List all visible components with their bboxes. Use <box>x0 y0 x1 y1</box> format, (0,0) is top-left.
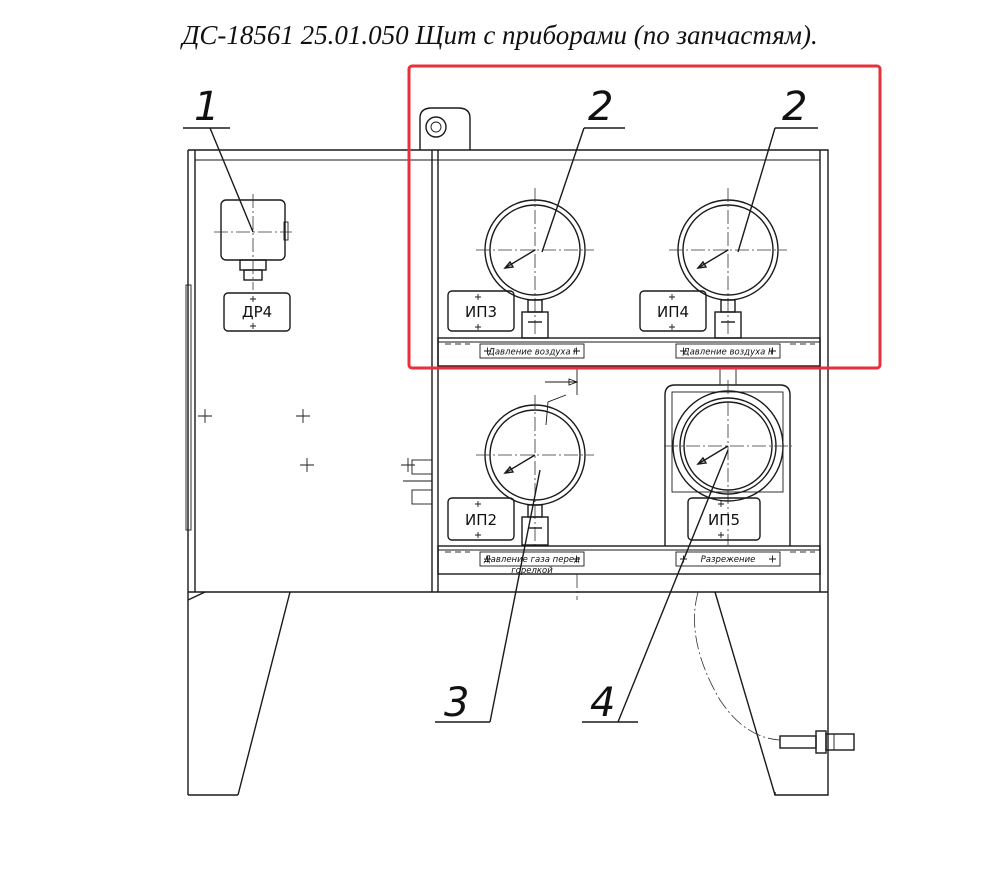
gauge-ip3 <box>476 188 594 339</box>
tag-ip4-box <box>639 290 707 332</box>
leader-2b <box>737 127 818 253</box>
leader-3 <box>435 469 541 723</box>
tag-ip3-box <box>447 290 515 332</box>
tag-dr4-box <box>223 292 291 332</box>
gauge-ip2 <box>476 395 594 546</box>
tag-ip2: ИП2 <box>465 511 497 529</box>
leader-2a <box>541 127 625 253</box>
upper-shelf <box>437 337 821 367</box>
callout-1: 1 <box>194 84 219 130</box>
side-connector <box>403 459 433 505</box>
plate-gas <box>479 551 585 567</box>
tag-dr4: ДР4 <box>242 303 272 321</box>
lifting-eye <box>419 107 471 150</box>
plate-air1-text: Давление воздуха I <box>487 348 576 358</box>
plate-air2 <box>675 343 781 359</box>
leader-4 <box>582 449 729 723</box>
plate-gas-text-1: Давление газа перед <box>483 555 580 565</box>
callout-4: 4 <box>590 680 615 726</box>
plate-air1 <box>479 343 585 359</box>
mounting-marks-left <box>198 409 415 472</box>
tag-ip2-box <box>447 497 515 541</box>
highlight-rectangle <box>407 64 882 370</box>
plate-gas-text-2: горелкой <box>511 566 553 576</box>
hose-and-fitting <box>576 574 855 754</box>
lower-shelf <box>437 545 821 575</box>
tag-ip5: ИП5 <box>708 511 740 529</box>
callout-3: 3 <box>444 680 469 726</box>
gauge-ip4 <box>669 188 787 339</box>
callout-2a: 2 <box>588 84 613 130</box>
gauge-ip5 <box>664 366 792 546</box>
cabinet-outline <box>185 149 829 796</box>
plate-vacuum-text: Разрежение <box>701 555 756 565</box>
dimension-mark <box>545 366 579 426</box>
pressure-relay-device <box>214 194 292 290</box>
tag-ip3: ИП3 <box>465 303 497 321</box>
callout-2b: 2 <box>782 84 807 130</box>
plate-air2-text: Давление воздуха II <box>682 348 774 358</box>
tag-ip5-box <box>687 497 761 541</box>
drawing-title: ДС-18561 25.01.050 Щит с приборами (по з… <box>182 20 818 50</box>
tag-ip4: ИП4 <box>657 303 689 321</box>
leader-1 <box>183 127 254 233</box>
